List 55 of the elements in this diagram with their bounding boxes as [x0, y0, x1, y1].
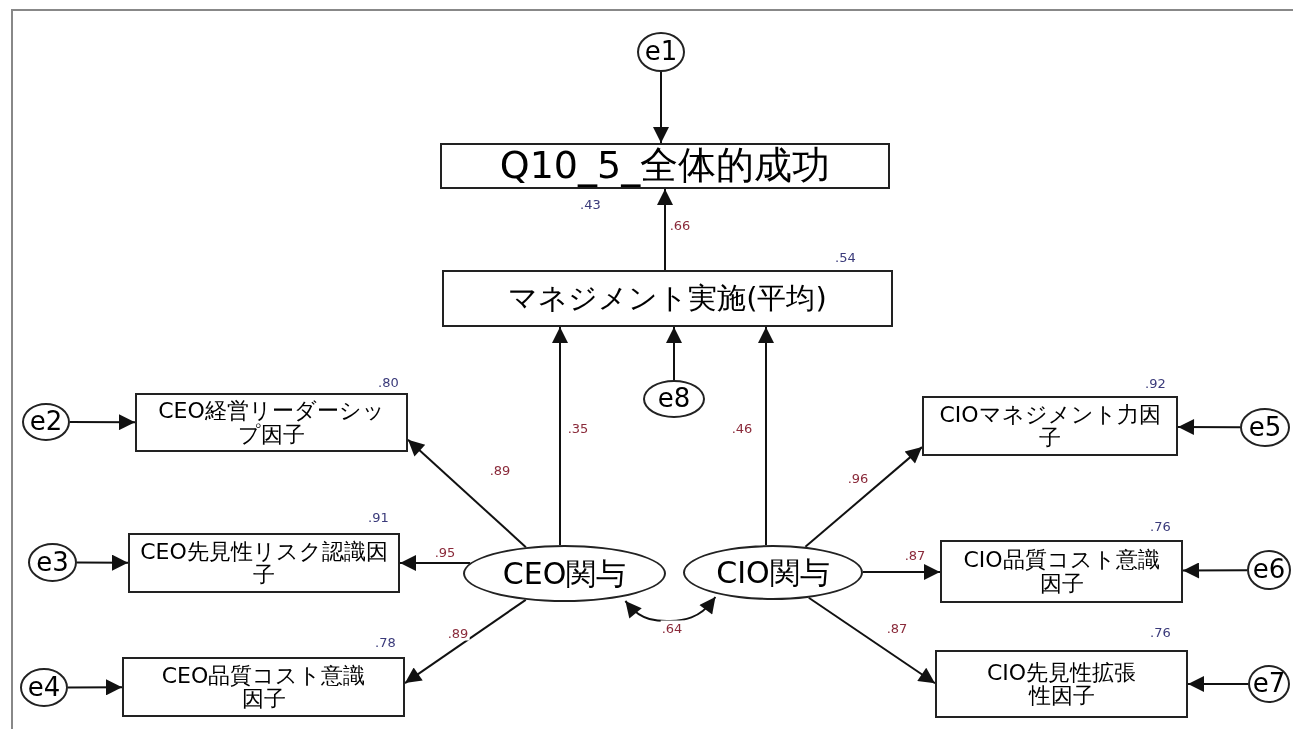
- variable-box: [935, 650, 1188, 718]
- error-term-circle: [20, 668, 68, 707]
- variable-box: [128, 533, 400, 593]
- node-label: CEO先見性リスク認識因子: [139, 539, 389, 587]
- error-term-circle: [1240, 408, 1290, 447]
- path-arrow: [653, 71, 669, 144]
- error-term-circle: [28, 543, 77, 582]
- variable-box: [135, 393, 408, 452]
- coefficient-label: .43: [580, 197, 601, 212]
- error-term-circle: [637, 32, 685, 72]
- path-arrow: [1182, 562, 1248, 579]
- node-label: Q10_5_全体的成功: [499, 146, 831, 186]
- path-arrow: [758, 326, 774, 547]
- path-arrow: [552, 326, 568, 547]
- path-arrow: [399, 555, 472, 571]
- path-arrow: [76, 554, 129, 571]
- path-arrow: [804, 446, 923, 548]
- error-term-circle: [22, 403, 70, 441]
- node-label: e2: [29, 408, 63, 436]
- coefficient-label: .54: [835, 250, 856, 265]
- node-label: CIO先見性拡張性因子: [985, 660, 1138, 708]
- path-arrow: [67, 679, 123, 696]
- variable-box: [940, 540, 1183, 603]
- node-label: CIO品質コスト意識因子: [962, 548, 1161, 595]
- node-label: CIO関与: [716, 556, 830, 589]
- coefficient-label: .92: [1145, 376, 1166, 391]
- path-arrow: [1187, 676, 1249, 692]
- node-label: e3: [36, 548, 69, 577]
- node-label: e5: [1248, 413, 1282, 442]
- node-label: CEO品質コスト意識因子: [160, 663, 367, 711]
- edge-label: .64: [660, 620, 684, 636]
- coefficient-label: .91: [368, 510, 389, 525]
- variable-box: [122, 657, 405, 717]
- path-arrow: [69, 414, 136, 431]
- path-arrow: [657, 188, 673, 271]
- variable-box: [922, 396, 1178, 456]
- variable-box: [442, 270, 893, 327]
- node-label: e4: [27, 673, 61, 702]
- node-label: e8: [657, 385, 691, 413]
- node-label: CEO関与: [502, 557, 627, 590]
- node-label: e7: [1252, 670, 1286, 698]
- error-term-circle: [1247, 550, 1291, 590]
- node-label: CIOマネジメント力因子: [938, 402, 1162, 450]
- path-arrow: [1177, 419, 1241, 435]
- node-label: e6: [1252, 556, 1286, 584]
- variable-box: [440, 143, 890, 189]
- node-label: e1: [644, 38, 678, 66]
- coefficient-label: .76: [1150, 625, 1171, 640]
- coefficient-label: .80: [378, 375, 399, 390]
- node-label: マネジメント実施(平均): [508, 283, 827, 314]
- node-label: CEO経営リーダーシップ因子: [157, 399, 386, 446]
- path-arrow: [666, 326, 682, 381]
- path-arrow: [862, 564, 941, 580]
- coefficient-label: .78: [375, 635, 396, 650]
- coefficient-label: .76: [1150, 519, 1171, 534]
